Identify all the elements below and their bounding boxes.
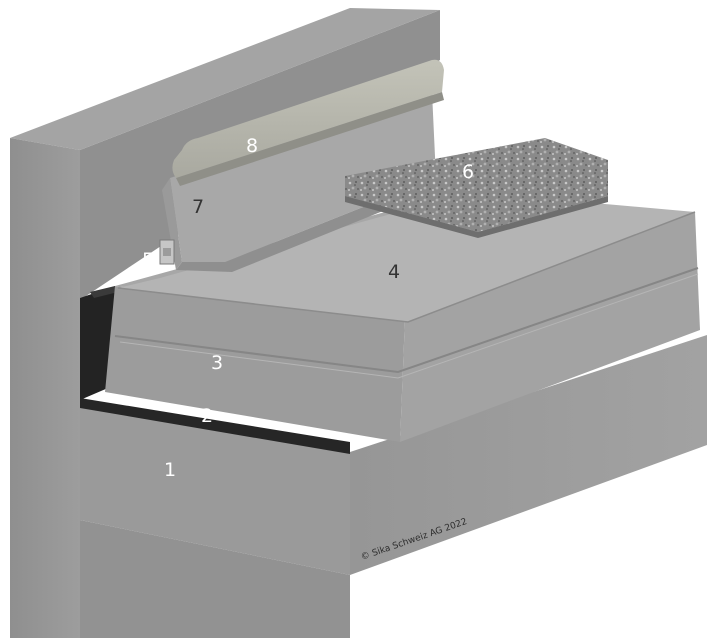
insulation-right-face [400,212,700,442]
label-5: 5 [142,249,154,271]
insulation-front-face [105,286,405,442]
label-2: 2 [201,405,213,427]
label-6: 6 [462,161,474,183]
label-7: 7 [192,196,204,218]
slab-right-face [350,335,707,575]
vapour-barrier-layer [80,286,350,454]
label-1: 1 [164,459,176,481]
wall-front-face [10,138,80,638]
slab-front-face [80,405,350,575]
gravel-ballast [345,138,608,238]
label-8: 8 [246,135,258,157]
roof-membrane-layer [117,192,696,323]
parapet-cap [172,59,444,186]
membrane-surface [118,192,695,322]
label-3: 3 [211,352,223,374]
wall-lower-face [80,520,350,638]
edge-profile [159,239,175,265]
label-4: 4 [388,261,400,283]
wall-top-face [10,8,440,150]
